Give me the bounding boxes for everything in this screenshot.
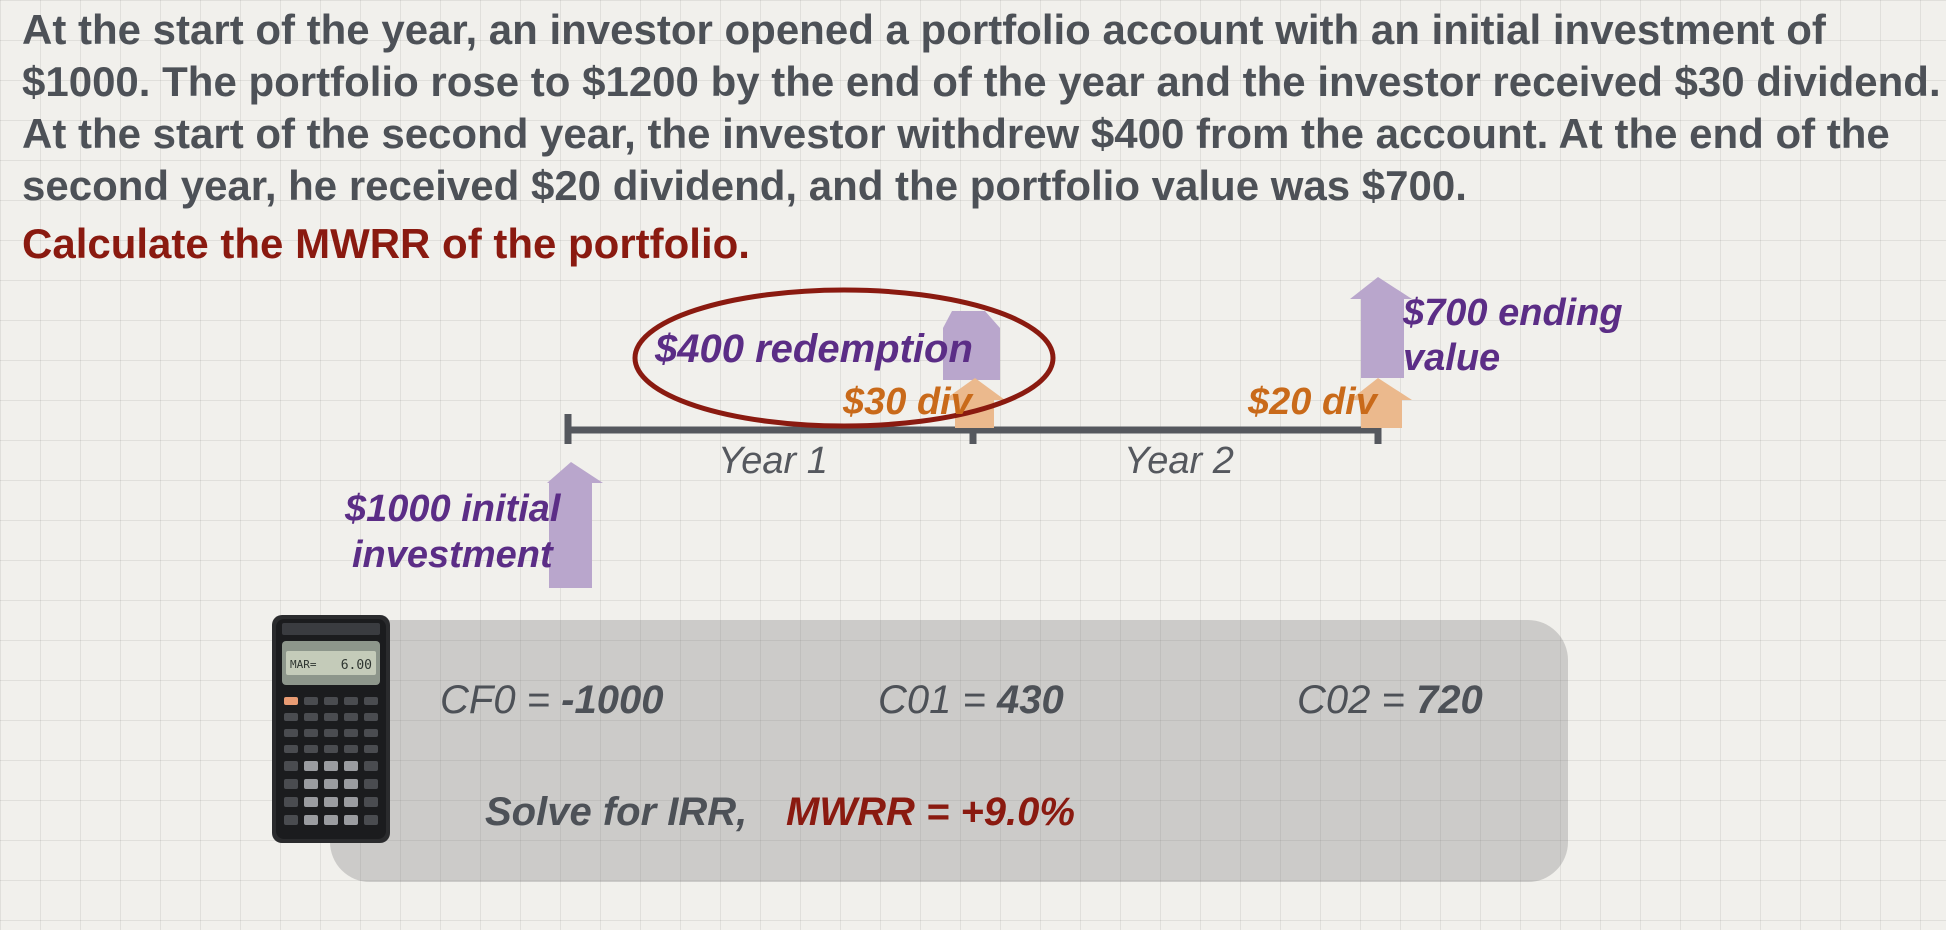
solve-instruction: Solve for IRR, [485,790,748,834]
ending-value-label-line1: $700 ending [1403,292,1623,334]
mwrr-result: MWRR = +9.0% [786,790,1075,834]
div2-label: $20 div [1248,381,1377,423]
div2-arrow [1350,378,1412,428]
initial-investment-label-line1: $1000 initial [345,488,561,530]
c02-value: 720 [1415,678,1483,722]
c01-value: 430 [996,678,1064,722]
calculator-screen-left: MAR= [290,658,317,671]
div1-label: $30 div [843,381,972,423]
redemption-arrow [943,311,1000,380]
cashflow-panel [330,620,1568,882]
question-text: Calculate the MWRR of the portfolio. [22,220,750,267]
initial-investment-arrow [547,462,603,588]
calculator-keypad [284,697,378,825]
ending-value-arrow [1350,277,1412,378]
cf0-entry: CF0 = -1000 [440,678,663,723]
financial-calculator-icon: MAR= 6.00 [272,615,390,843]
calculator-screen-right: 6.00 [341,658,372,673]
problem-statement: At the start of the year, an investor op… [22,6,1941,209]
ending-value-label-line2: value [1403,337,1501,379]
redemption-highlight-ellipse [632,287,1056,429]
year1-label: Year 1 [718,440,828,482]
initial-investment-label-line2: investment [352,534,553,576]
cf0-name: CF0 = [440,678,562,722]
redemption-label: $400 redemption [655,327,973,371]
cf0-value: -1000 [561,678,664,722]
c01-entry: C01 = 430 [878,678,1064,723]
c01-name: C01 = [878,678,997,722]
c02-name: C02 = [1297,678,1416,722]
year2-label: Year 2 [1124,440,1234,482]
c02-entry: C02 = 720 [1297,678,1483,723]
